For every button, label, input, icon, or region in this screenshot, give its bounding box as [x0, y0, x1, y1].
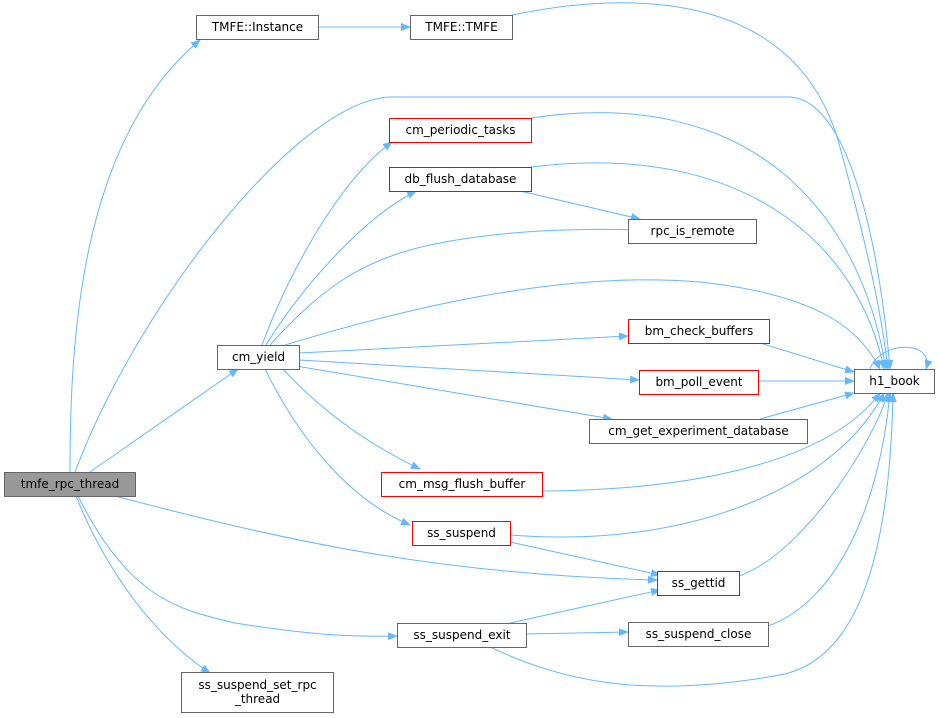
- node-cm-yield[interactable]: cm_yield: [217, 345, 300, 370]
- node-label: rpc_is_remote: [651, 224, 735, 238]
- nodes-layer: tmfe_rpc_thread TMFE::Instance TMFE::TMFEc…: [4, 15, 935, 713]
- node-box: [412, 521, 511, 546]
- edge-tmfe-rpc-thread-to-ss-suspend-set-rpc-thread: [75, 495, 211, 674]
- node-tmfe-tmfe[interactable]: TMFE::TMFE: [410, 15, 513, 40]
- node-h1-book[interactable]: h1_book: [854, 369, 935, 394]
- edge-db-flush-database-to-rpc-is-remote: [519, 190, 641, 221]
- edge-cm-yield-to-bm-poll-event: [298, 359, 640, 384]
- node-box: [854, 369, 935, 394]
- edge-cm-yield-to-ss-suspend: [264, 368, 411, 526]
- node-box: [628, 319, 770, 344]
- node-box: [389, 118, 532, 143]
- node-ss-suspend[interactable]: ss_suspend: [412, 521, 511, 546]
- edge-cm-yield-to-rpc-is-remote: [269, 225, 639, 346]
- edge-ss-suspend-exit-to-ss-gettid: [509, 588, 661, 624]
- edge-ss-suspend-to-ss-gettid: [509, 541, 661, 577]
- edge-cm-get-experiment-database-to-h1-book: [759, 391, 855, 420]
- edges-layer: [69, 2, 933, 687]
- node-box: [389, 167, 532, 192]
- node-label: TMFE::TMFE: [424, 20, 497, 34]
- edge-ss-suspend-close-to-h1-book: [767, 392, 894, 627]
- node-label: ss_suspend_close: [646, 627, 752, 641]
- node-box: [196, 15, 319, 40]
- edge-cm-yield-to-cm-periodic-tasks: [261, 141, 393, 346]
- node-box: [4, 472, 136, 497]
- node-label: ss_gettid: [672, 576, 726, 590]
- node-box: [217, 345, 300, 370]
- edge-cm-yield-to-bm-check-buffers: [298, 332, 629, 354]
- node-ss-suspend-exit[interactable]: ss_suspend_exit: [397, 623, 527, 648]
- node-label: ss_suspend_exit: [413, 628, 510, 642]
- edge-tmfe-rpc-thread-to-ss-suspend-exit: [77, 495, 398, 641]
- edge-tmfe-rpc-thread-to-tmfe-instance: [69, 39, 201, 473]
- edge-cm-yield-to-h1-book: [284, 279, 881, 370]
- node-bm-check-buffers[interactable]: bm_check_buffers: [628, 319, 770, 344]
- edge-h1-book-to-h1-book: [869, 346, 933, 370]
- node-label: cm_get_experiment_database: [608, 424, 789, 438]
- edge-cm-yield-to-db-flush-database: [265, 190, 417, 346]
- node-ss-suspend-close[interactable]: ss_suspend_close: [628, 622, 769, 647]
- edge-db-flush-database-to-h1-book: [530, 162, 887, 370]
- node-box: [639, 370, 759, 395]
- node-db-flush-database[interactable]: db_flush_database: [389, 167, 532, 192]
- edge-bm-check-buffers-to-h1-book: [759, 342, 855, 374]
- node-box: [628, 622, 769, 647]
- node-box: [628, 219, 757, 244]
- edge-cm-yield-to-cm-get-experiment-database: [295, 365, 613, 422]
- node-box: [657, 571, 740, 596]
- edge-tmfe-rpc-thread-to-ss-gettid: [114, 495, 658, 584]
- node-cm-periodic-tasks[interactable]: cm_periodic_tasks: [389, 118, 532, 143]
- node-label: cm_periodic_tasks: [406, 123, 516, 137]
- node-label: ss_suspend: [427, 526, 496, 540]
- edge-ss-suspend-exit-to-h1-book: [489, 392, 897, 687]
- node-label: cm_msg_flush_buffer: [399, 477, 526, 491]
- edge-ss-suspend-exit-to-ss-suspend-close: [525, 628, 629, 637]
- edge-cm-yield-to-cm-msg-flush-buffer: [282, 368, 421, 470]
- node-rpc-is-remote[interactable]: rpc_is_remote: [628, 219, 757, 244]
- node-ss-gettid[interactable]: ss_gettid: [657, 571, 740, 596]
- node-tmfe-rpc-thread[interactable]: tmfe_rpc_thread: [4, 472, 136, 497]
- node-label: _thread: [234, 692, 280, 706]
- node-label: db_flush_database: [405, 172, 517, 186]
- node-box: [381, 472, 543, 497]
- node-label: h1_book: [869, 374, 920, 388]
- node-label: bm_poll_event: [655, 375, 742, 389]
- edge-ss-gettid-to-h1-book: [738, 392, 890, 577]
- edge-tmfe-tmfe-to-h1-book: [511, 2, 891, 370]
- edge-cm-periodic-tasks-to-h1-book: [530, 112, 889, 370]
- node-box: [410, 15, 513, 40]
- node-label: cm_yield: [232, 350, 285, 364]
- node-tmfe-instance[interactable]: TMFE::Instance: [196, 15, 319, 40]
- node-ss-suspend-set-rpc-thread[interactable]: ss_suspend_set_rpc_thread: [181, 672, 334, 713]
- node-label: TMFE::Instance: [211, 20, 303, 34]
- node-label: tmfe_rpc_thread: [21, 477, 119, 491]
- node-bm-poll-event[interactable]: bm_poll_event: [639, 370, 759, 395]
- node-box: [589, 419, 808, 444]
- edge-ss-suspend-to-h1-book: [509, 392, 885, 538]
- node-cm-msg-flush-buffer[interactable]: cm_msg_flush_buffer: [381, 472, 543, 497]
- node-box: [397, 623, 527, 648]
- edge-cm-msg-flush-buffer-to-h1-book: [541, 392, 881, 492]
- node-cm-get-experiment-database[interactable]: cm_get_experiment_database: [589, 419, 808, 444]
- node-label: ss_suspend_set_rpc: [198, 678, 316, 692]
- edge-tmfe-rpc-thread-to-cm-yield: [89, 368, 239, 473]
- node-box: [181, 672, 334, 713]
- node-label: bm_check_buffers: [645, 324, 754, 338]
- edge-tmfe-rpc-thread-to-h1-book: [74, 96, 894, 473]
